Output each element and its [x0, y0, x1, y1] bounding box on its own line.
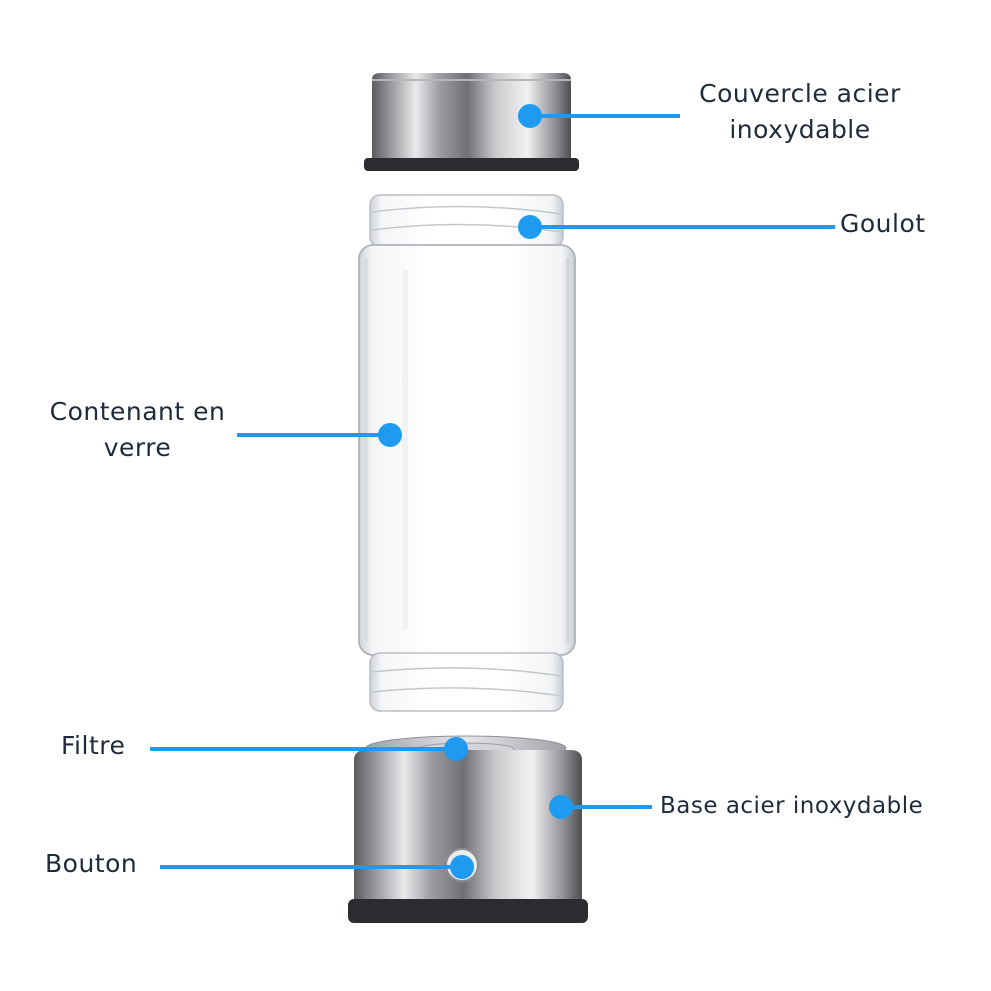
- callout-neck: [518, 215, 835, 239]
- callout-base: [549, 795, 652, 819]
- label-base-text: Base acier inoxydable: [660, 793, 924, 819]
- label-lid-line2: inoxydable: [729, 115, 871, 144]
- callout-button: [160, 855, 474, 879]
- label-button: Bouton: [45, 846, 137, 882]
- label-glass-line1: Contenant en: [49, 397, 226, 426]
- callout-filter: [150, 737, 468, 761]
- label-button-text: Bouton: [45, 849, 138, 878]
- callout-lid: [518, 104, 680, 128]
- callout-glass: [237, 423, 402, 447]
- label-filter-text: Filtre: [61, 731, 126, 760]
- label-base: Base acier inoxydable: [660, 788, 923, 824]
- label-filter: Filtre: [61, 728, 125, 764]
- label-lid: Couvercle acier inoxydable: [680, 76, 920, 148]
- glass-part: [358, 194, 576, 712]
- label-glass-line2: verre: [103, 433, 172, 462]
- label-lid-line1: Couvercle acier: [699, 79, 901, 108]
- label-glass: Contenant en verre: [30, 394, 245, 466]
- base-part: [348, 735, 588, 923]
- label-neck: Goulot: [840, 206, 926, 242]
- label-neck-text: Goulot: [840, 209, 926, 238]
- lid-part: [364, 73, 579, 171]
